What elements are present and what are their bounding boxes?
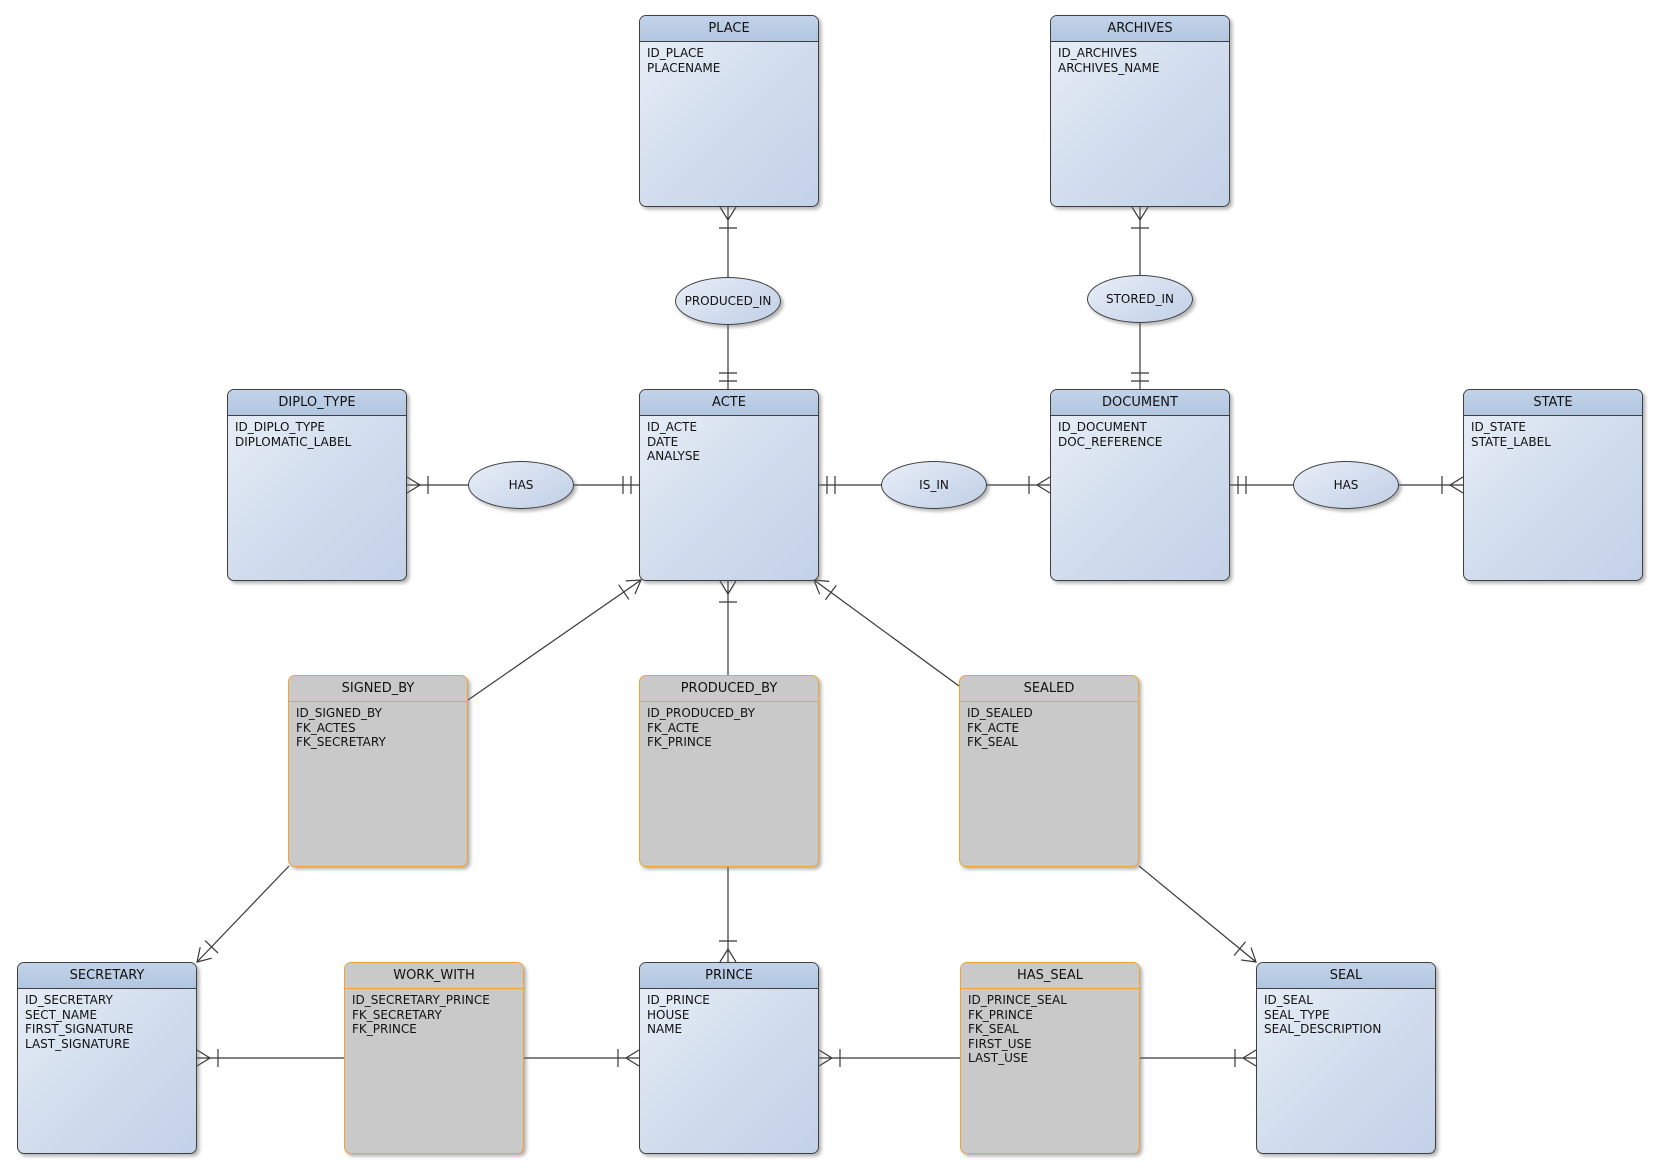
association-signed-by-attributes: ID_SIGNED_BY FK_ACTES FK_SECRETARY [296,706,386,750]
association-has-seal-title: HAS_SEAL [961,963,1139,989]
relationship-stored-in[interactable]: STORED_IN [1087,275,1193,323]
entity-acte-title: ACTE [640,390,818,416]
association-signed-by[interactable]: SIGNED_BY ID_SIGNED_BY FK_ACTES FK_SECRE… [288,675,468,867]
connector-acte-signed-by [467,572,647,701]
entity-seal-attributes: ID_SEAL SEAL_TYPE SEAL_DESCRIPTION [1264,993,1382,1037]
association-has-seal-attributes: ID_PRINCE_SEAL FK_PRINCE FK_SEAL FIRST_U… [968,993,1067,1066]
association-has-seal[interactable]: HAS_SEAL ID_PRINCE_SEAL FK_PRINCE FK_SEA… [960,962,1140,1154]
entity-secretary-title: SECRETARY [18,963,196,989]
connector-signed-by-secretary [189,865,290,969]
entity-place[interactable]: PLACE ID_PLACE PLACENAME [639,15,819,207]
relationship-produced-in-label: PRODUCED_IN [684,294,772,308]
entity-state-title: STATE [1464,390,1642,416]
entity-secretary[interactable]: SECRETARY ID_SECRETARY SECT_NAME FIRST_S… [17,962,197,1154]
entity-place-title: PLACE [640,16,818,42]
relationship-has-diplo-type[interactable]: HAS [468,461,574,509]
association-work-with-title: WORK_WITH [345,963,523,989]
entity-prince-title: PRINCE [640,963,818,989]
relationship-has-state-label: HAS [1333,478,1359,492]
entity-seal[interactable]: SEAL ID_SEAL SEAL_TYPE SEAL_DESCRIPTION [1256,962,1436,1154]
relationship-has-state[interactable]: HAS [1293,461,1399,509]
connector-acte-sealed [808,572,960,687]
entity-acte-attributes: ID_ACTE DATE ANALYSE [647,420,701,464]
relationship-produced-in[interactable]: PRODUCED_IN [675,277,781,325]
association-produced-by[interactable]: PRODUCED_BY ID_PRODUCED_BY FK_ACTE FK_PR… [639,675,819,867]
entity-diplo-type-attributes: ID_DIPLO_TYPE DIPLOMATIC_LABEL [235,420,352,449]
entity-seal-title: SEAL [1257,963,1435,989]
entity-acte[interactable]: ACTE ID_ACTE DATE ANALYSE [639,389,819,581]
entity-document[interactable]: DOCUMENT ID_DOCUMENT DOC_REFERENCE [1050,389,1230,581]
entity-state[interactable]: STATE ID_STATE STATE_LABEL [1463,389,1643,581]
connector-sealed-seal [1138,865,1263,970]
entity-document-title: DOCUMENT [1051,390,1229,416]
entity-place-attributes: ID_PLACE PLACENAME [647,46,721,75]
association-sealed-attributes: ID_SEALED FK_ACTE FK_SEAL [967,706,1033,750]
association-work-with[interactable]: WORK_WITH ID_SECRETARY_PRINCE FK_SECRETA… [344,962,524,1154]
association-produced-by-attributes: ID_PRODUCED_BY FK_ACTE FK_PRINCE [647,706,755,750]
association-signed-by-title: SIGNED_BY [289,676,467,702]
relationship-is-in[interactable]: IS_IN [881,461,987,509]
entity-archives[interactable]: ARCHIVES ID_ARCHIVES ARCHIVES_NAME [1050,15,1230,207]
association-sealed-title: SEALED [960,676,1138,702]
relationship-has-diplo-type-label: HAS [508,478,534,492]
relationship-is-in-label: IS_IN [919,478,949,492]
entity-prince-attributes: ID_PRINCE HOUSE NAME [647,993,710,1037]
relationship-stored-in-label: STORED_IN [1105,292,1175,306]
association-produced-by-title: PRODUCED_BY [640,676,818,702]
entity-diplo-type-title: DIPLO_TYPE [228,390,406,416]
entity-archives-title: ARCHIVES [1051,16,1229,42]
association-sealed[interactable]: SEALED ID_SEALED FK_ACTE FK_SEAL [959,675,1139,867]
entity-state-attributes: ID_STATE STATE_LABEL [1471,420,1551,449]
entity-diplo-type[interactable]: DIPLO_TYPE ID_DIPLO_TYPE DIPLOMATIC_LABE… [227,389,407,581]
association-work-with-attributes: ID_SECRETARY_PRINCE FK_SECRETARY FK_PRIN… [352,993,490,1037]
entity-archives-attributes: ID_ARCHIVES ARCHIVES_NAME [1058,46,1160,75]
entity-prince[interactable]: PRINCE ID_PRINCE HOUSE NAME [639,962,819,1154]
entity-secretary-attributes: ID_SECRETARY SECT_NAME FIRST_SIGNATURE L… [25,993,134,1051]
entity-document-attributes: ID_DOCUMENT DOC_REFERENCE [1058,420,1163,449]
